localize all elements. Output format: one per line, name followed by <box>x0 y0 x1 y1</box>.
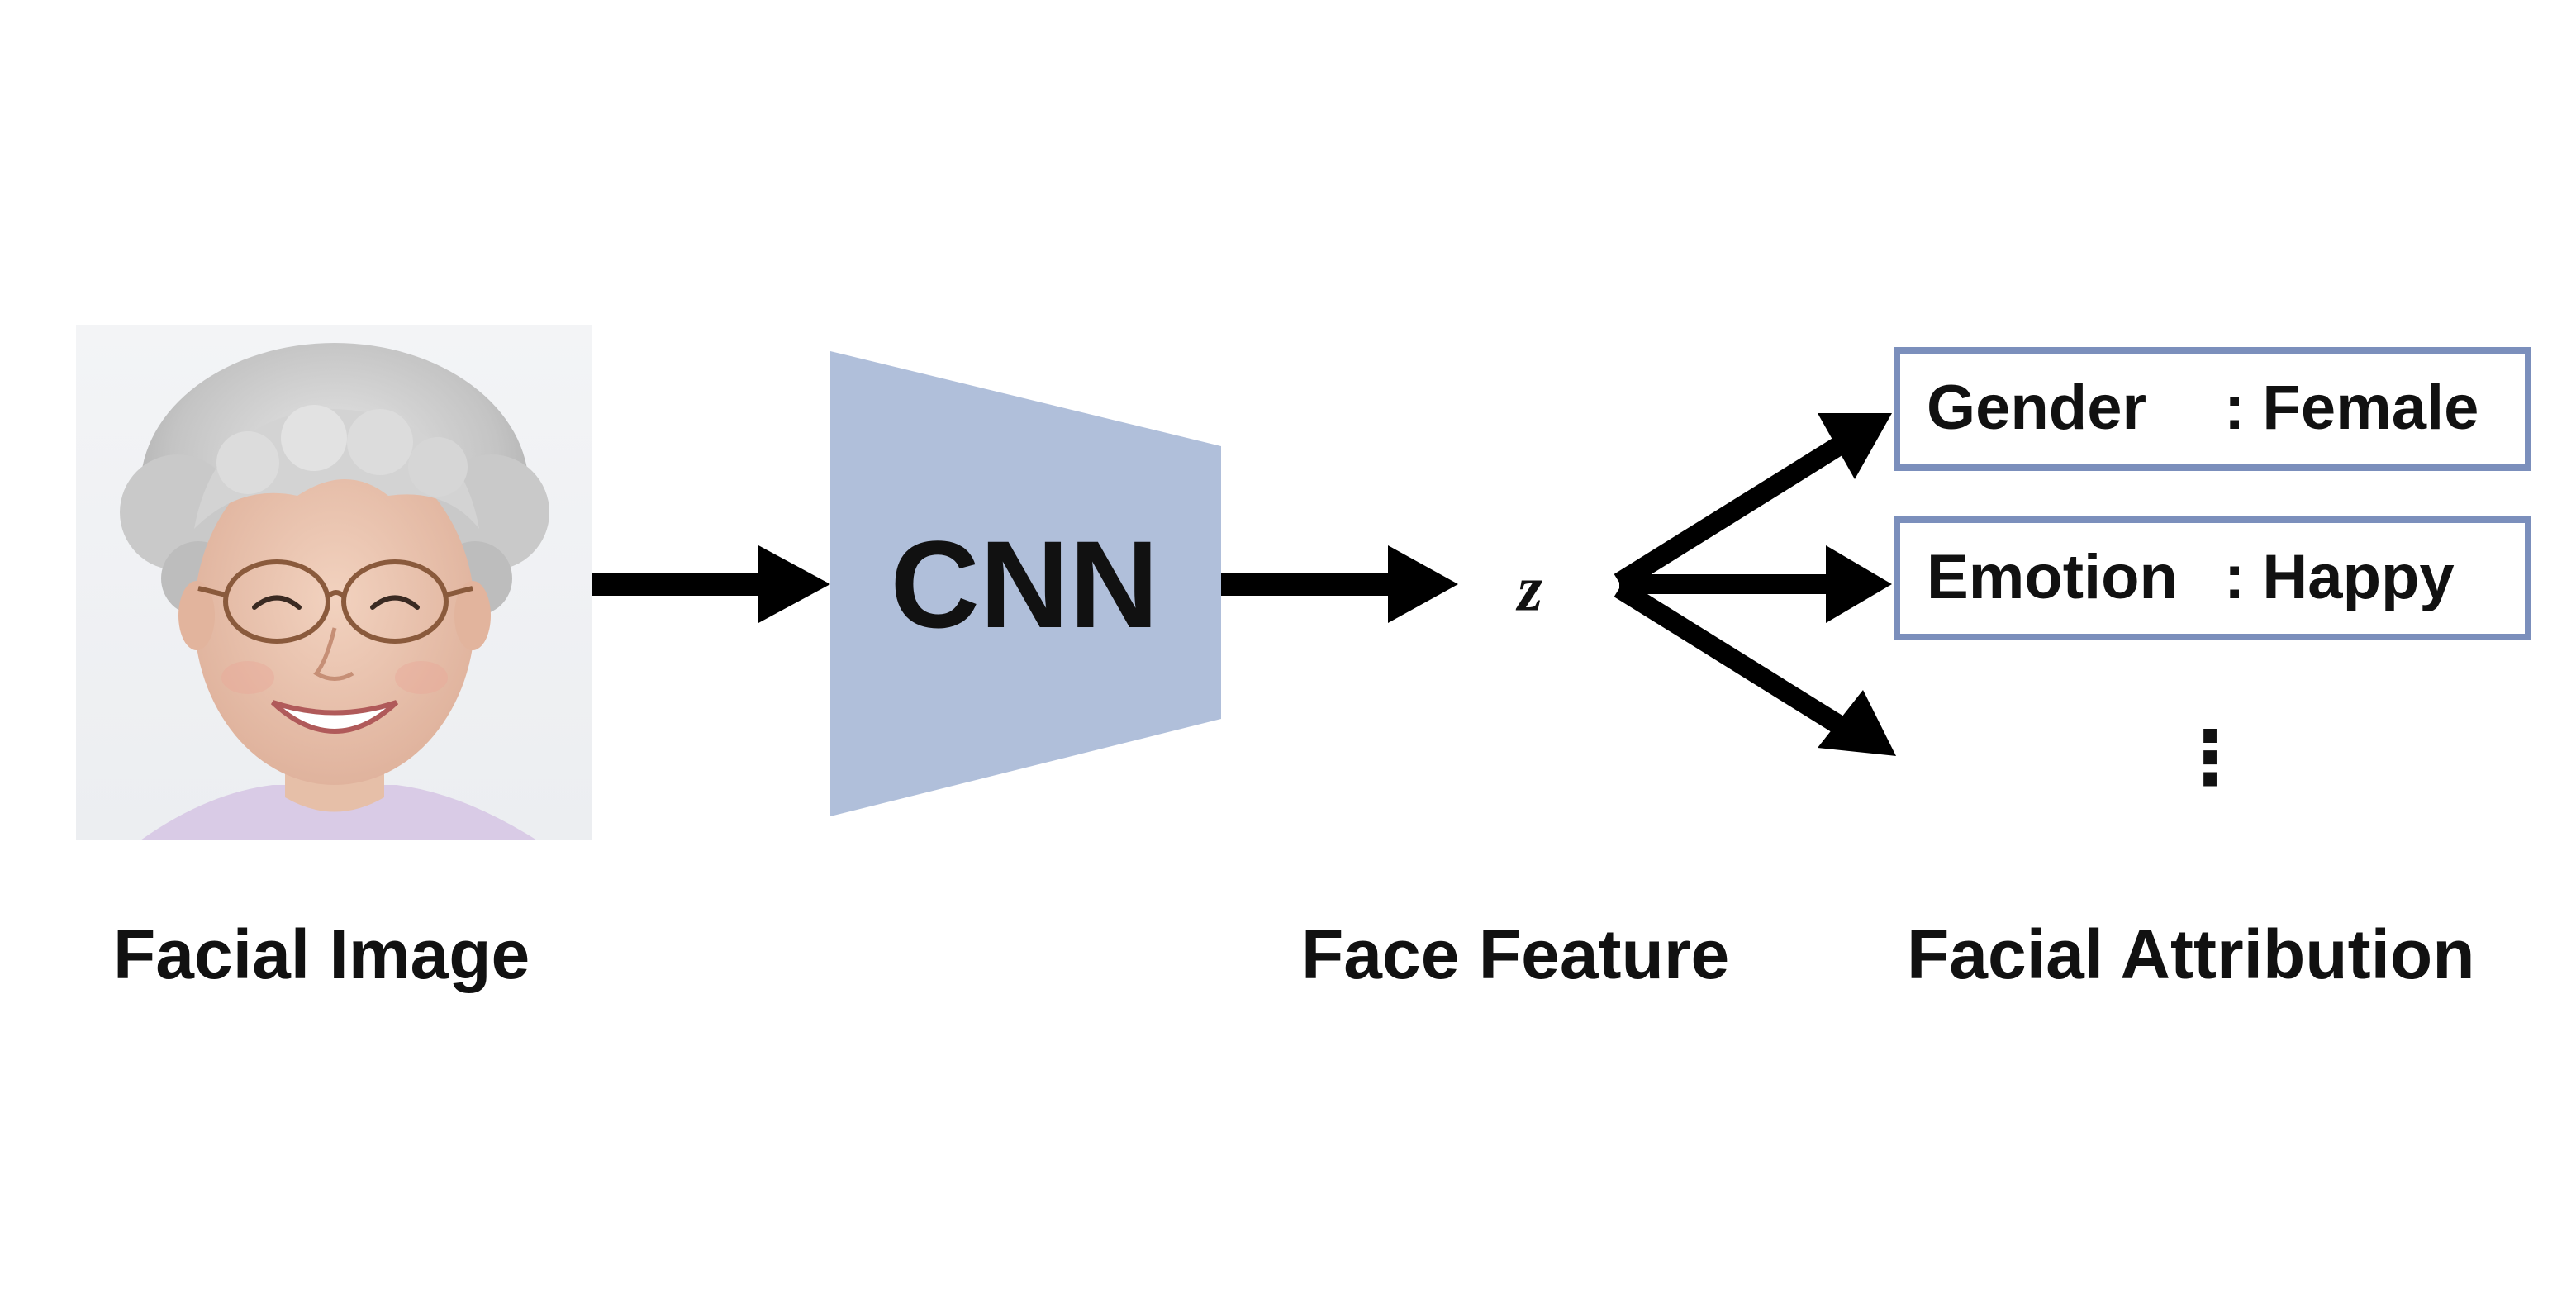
cnn-label: CNN <box>891 515 1159 654</box>
caption-face-feature: Face Feature <box>1301 916 1730 993</box>
arrow-to-emotion <box>1619 545 1892 623</box>
attribute-value: : Female <box>2224 373 2479 443</box>
arrow-image-to-cnn <box>592 545 830 623</box>
cnn-block <box>830 351 1221 816</box>
attribute-name: Emotion <box>1927 542 2178 612</box>
arrow-cnn-to-feature <box>1221 545 1458 623</box>
caption-facial-image: Facial Image <box>113 916 530 993</box>
arrow-to-more <box>1614 579 1896 756</box>
attribute-box-gender: Gender : Female <box>1894 347 2531 471</box>
attribute-box-emotion: Emotion : Happy <box>1894 516 2531 640</box>
feature-symbol: z <box>1515 553 1543 625</box>
attribute-value: : Happy <box>2224 542 2455 612</box>
more-attributes-marker: ⋮ <box>2173 717 2247 800</box>
caption-facial-attribution: Facial Attribution <box>1907 916 2475 993</box>
facial-image <box>76 325 592 840</box>
arrow-to-gender <box>1614 413 1892 592</box>
attribute-name: Gender <box>1927 373 2147 443</box>
